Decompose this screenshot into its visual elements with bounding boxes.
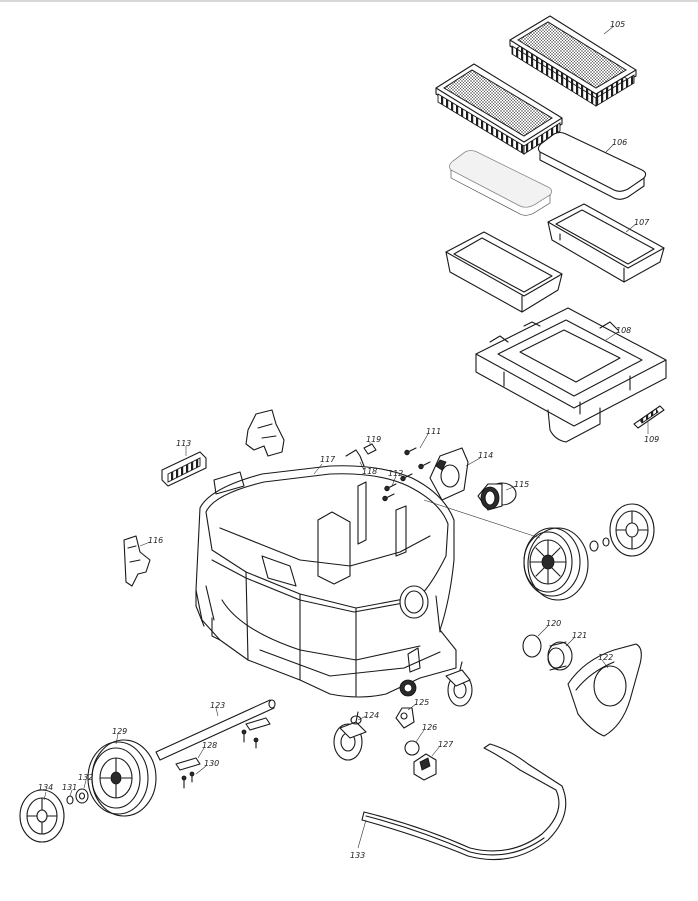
part-123-axle: [155, 699, 276, 761]
label-128: 128: [202, 741, 217, 750]
part-121-bushing: [547, 641, 573, 671]
label-132: 132: [78, 773, 93, 782]
part-132-washer: [75, 788, 89, 804]
hubcap-right: [609, 503, 655, 557]
label-115: 115: [514, 480, 529, 489]
part-116-side-hook: [123, 535, 151, 587]
housing-top-bracket: [245, 409, 285, 457]
castor-right: [445, 661, 473, 707]
part-118-pin: [345, 449, 365, 467]
label-116: 116: [148, 536, 163, 545]
part-109-clip: [633, 405, 665, 429]
castor-left: [333, 711, 367, 761]
part-107-filter-trays: [445, 203, 665, 313]
hose-coupling: [399, 679, 417, 697]
label-105: 105: [610, 20, 625, 29]
axis-line-wheel-right: [423, 499, 541, 539]
label-118: 118: [362, 467, 377, 476]
label-111: 111: [426, 427, 441, 436]
part-108-filter-frame: [475, 307, 667, 443]
part-112-screws: [382, 473, 413, 502]
part-125-bracket: [395, 707, 415, 729]
label-124: 124: [364, 711, 379, 720]
part-117-tank-housing: [195, 465, 457, 698]
leader-lines: [43, 25, 649, 849]
label-107: 107: [634, 218, 650, 227]
label-120: 120: [546, 619, 561, 628]
label-113: 113: [176, 439, 191, 448]
label-108: 108: [616, 326, 631, 335]
rear-wheel-right: [523, 527, 589, 601]
part-labels: 105 106 107 108 109 111 112 113 114 115 …: [38, 20, 659, 860]
label-133: 133: [350, 851, 365, 860]
part-129-wheel-left: [87, 739, 157, 817]
part-130-screws: [181, 729, 259, 789]
label-117: 117: [320, 455, 336, 464]
part-131-washer: [66, 795, 74, 805]
label-125: 125: [414, 698, 429, 707]
label-119: 119: [366, 435, 381, 444]
label-109: 109: [644, 435, 659, 444]
label-134: 134: [38, 783, 53, 792]
part-126-ring: [404, 740, 420, 756]
part-114-inlet-plate: [429, 447, 469, 501]
part-124-castor-ring: [350, 715, 362, 725]
part-127-knob: [413, 753, 437, 781]
label-121: 121: [572, 631, 587, 640]
part-115-inlet-socket: [477, 482, 517, 511]
part-113-latch: [161, 451, 207, 487]
part-120-ring: [522, 634, 542, 658]
window-top-edge: [0, 0, 698, 2]
part-122-wheel-cover: [567, 643, 642, 737]
label-106: 106: [612, 138, 627, 147]
label-126: 126: [422, 723, 437, 732]
label-112: 112: [388, 469, 403, 478]
label-122: 122: [598, 653, 613, 662]
part-133-bumper: [361, 743, 567, 861]
label-114: 114: [478, 451, 493, 460]
label-129: 129: [112, 727, 127, 736]
wheel-washers-right: [589, 537, 610, 552]
part-119-cap: [363, 443, 377, 455]
part-106-foam-filters: [449, 131, 647, 216]
part-111-screws: [404, 447, 431, 470]
part-105-filter-cartridges: [435, 15, 637, 155]
label-130: 130: [204, 759, 219, 768]
label-127: 127: [438, 740, 454, 749]
label-131: 131: [62, 783, 77, 792]
part-128-clips: [175, 717, 271, 771]
label-123: 123: [210, 701, 225, 710]
part-134-hubcap: [19, 789, 65, 843]
